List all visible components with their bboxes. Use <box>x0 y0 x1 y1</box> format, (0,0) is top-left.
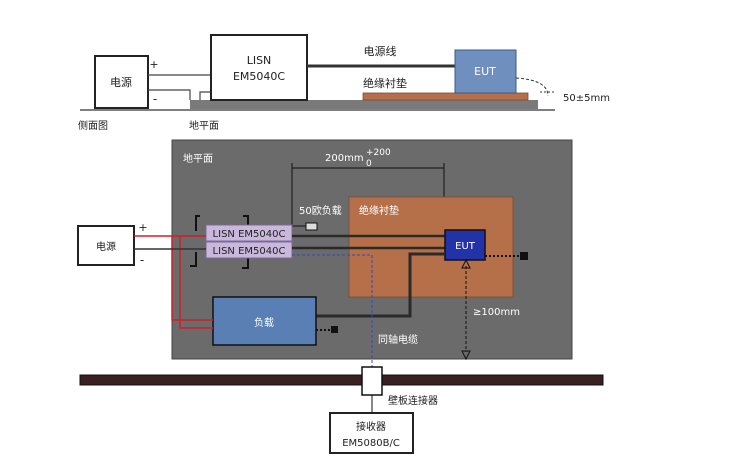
lisn-bracket-top-right <box>243 215 249 226</box>
side-plus: + <box>149 58 158 71</box>
coax-label: 同轴电缆 <box>378 333 418 346</box>
side-power-box <box>94 55 149 109</box>
side-lisn-box <box>210 34 308 101</box>
side-power-line-label: 电源线 <box>364 44 397 58</box>
side-lisn-line2: EM5040C <box>233 70 285 83</box>
side-insulation-label: 绝缘衬垫 <box>363 76 407 90</box>
power-wire-red-3 <box>179 236 213 329</box>
load-box <box>212 296 317 346</box>
top-power-box <box>77 225 135 266</box>
side-wire-gnd <box>199 91 210 100</box>
shield-wall <box>79 374 604 386</box>
wall-connector <box>361 366 383 396</box>
top-view: 地平面 200mm +200 0 绝缘衬垫 50欧负载 LISN EM5040C… <box>171 139 573 370</box>
side-view-caption: 侧面图 <box>78 119 108 132</box>
side-lisn-line1: LISN <box>247 54 272 67</box>
side-height-label: 50±5mm <box>563 93 610 104</box>
receiver-line1: 接收器 <box>356 420 386 433</box>
side-power-label: 电源 <box>110 75 132 89</box>
coax-cable <box>292 254 373 370</box>
dim-label: 200mm <box>325 153 364 164</box>
lisn-bracket-top-left <box>195 215 200 231</box>
top-power-label: 电源 <box>96 240 116 253</box>
lisn-2-box <box>205 241 293 259</box>
side-minus: - <box>153 92 157 106</box>
top-minus: - <box>140 253 144 267</box>
dim-tol-zero: 0 <box>366 159 372 169</box>
dim-tol-plus: +200 <box>366 148 391 158</box>
top-eut-label: EUT <box>455 241 476 252</box>
lisn-bracket-bot-right <box>242 258 249 269</box>
eut-load-cable <box>316 252 445 318</box>
receiver-line2: EM5080B/C <box>342 438 400 449</box>
load-dotted-terminal <box>331 326 338 333</box>
load-label: 负载 <box>254 316 274 329</box>
wall-and-receiver: 壁板连接器 接收器 EM5080B/C <box>79 366 604 454</box>
eut-dotted-terminal <box>520 252 528 260</box>
side-height-marker <box>515 77 549 97</box>
side-insulation-pad <box>362 92 529 101</box>
load50-resistor <box>305 222 318 231</box>
top-ground-label: 地平面 <box>183 152 213 165</box>
side-ground-caption: 地平面 <box>189 119 219 132</box>
side-eut-label: EUT <box>474 65 496 78</box>
receiver-box <box>329 412 414 454</box>
lisn-1-label: LISN EM5040C <box>213 229 286 240</box>
wall-connector-label: 壁板连接器 <box>388 394 438 407</box>
distance-arrow-head-up <box>461 258 471 269</box>
load50-label: 50欧负载 <box>299 204 342 217</box>
lisn-bracket-bot-left <box>190 252 197 267</box>
top-plus: + <box>138 221 147 234</box>
top-eut-box <box>444 229 486 261</box>
lisn-1-box <box>205 224 293 242</box>
side-wire-minus <box>148 89 191 100</box>
power-wire-red-2 <box>171 236 213 321</box>
side-view: 电源 + - LISN EM5040C 电源线 绝缘衬垫 EUT 50±5mm … <box>78 34 610 132</box>
lisn-2-label: LISN EM5040C <box>213 246 286 257</box>
distance-arrow-head-down <box>461 350 471 361</box>
external-power: 电源 + - <box>77 221 213 329</box>
side-eut-box <box>454 49 517 94</box>
distance-label: ≥100mm <box>473 307 520 318</box>
side-ground-plane <box>190 100 538 109</box>
top-insulation-label: 绝缘衬垫 <box>359 204 399 217</box>
